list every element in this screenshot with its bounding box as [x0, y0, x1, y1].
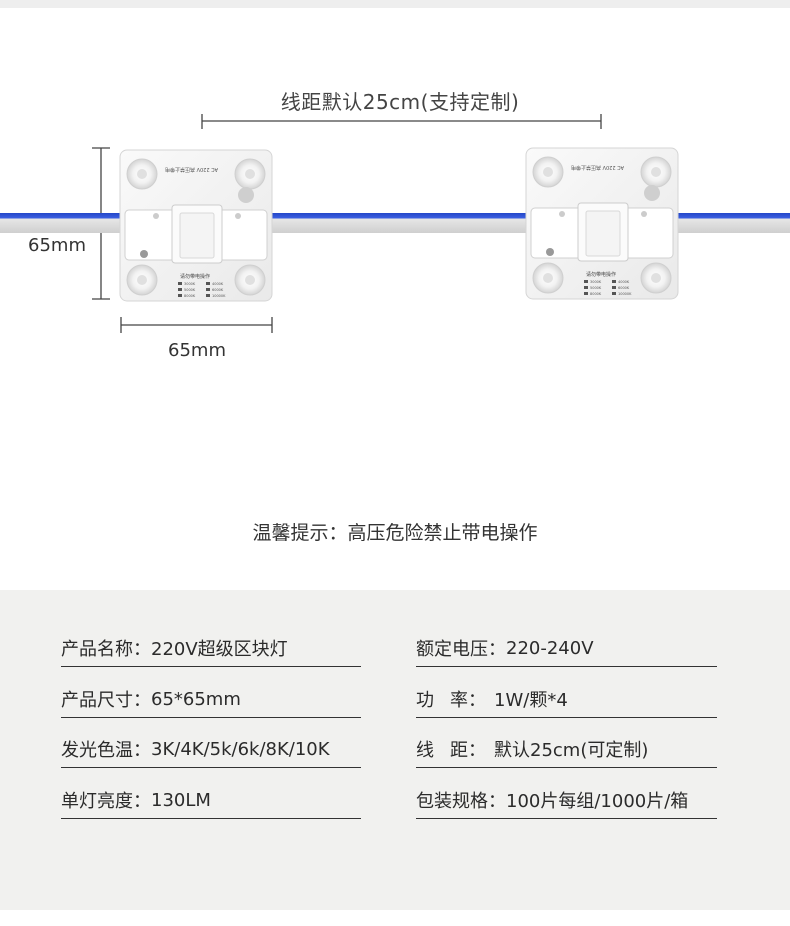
svg-text:3000K: 3000K [590, 280, 602, 284]
svg-text:请勿带电操作: 请勿带电操作 [180, 273, 210, 280]
spec-label: 单灯亮度： [61, 791, 151, 812]
svg-text:AC 220V 高压禁止带电: AC 220V 高压禁止带电 [165, 166, 218, 173]
spec-row-product-name: 产品名称： 220V超级区块灯 [61, 630, 361, 667]
spec-row-rated-voltage: 额定电压： 220-240V [416, 630, 717, 667]
spec-label: 产品尺寸： [61, 690, 151, 711]
spec-label: 功率： [416, 690, 486, 711]
svg-text:8000K: 8000K [590, 292, 602, 296]
top-strip [0, 0, 790, 8]
safety-notice: 温馨提示：高压危险禁止带电操作 [252, 522, 538, 544]
spec-value: 130LM [151, 789, 211, 811]
product-diagram: AC 220V 高压禁止带电 请勿带电操作 3000K 4000K 5000K … [0, 8, 790, 568]
svg-text:6000K: 6000K [618, 286, 630, 290]
spec-panel: 产品名称： 220V超级区块灯 产品尺寸： 65*65mm 发光色温： 3K/4… [0, 590, 790, 910]
spec-label: 发光色温： [61, 740, 151, 761]
spec-row-line-spacing: 线距： 默认25cm(可定制) [416, 731, 717, 768]
spacing-label: 线距默认25cm(支持定制) [280, 90, 520, 114]
svg-text:8000K: 8000K [184, 294, 196, 298]
spec-value: 1W/颗*4 [494, 690, 568, 711]
spec-row-packaging: 包装规格： 100片每组/1000片/箱 [416, 782, 717, 819]
led-module-illustration: AC 220V 高压禁止带电 请勿带电操作 3000K 4000K 5000K … [0, 114, 790, 333]
height-dimension-label: 65mm [28, 235, 86, 256]
svg-text:4000K: 4000K [212, 282, 224, 286]
svg-text:10000K: 10000K [618, 292, 632, 296]
spec-row-power: 功率： 1W/颗*4 [416, 681, 717, 718]
spec-value: 220-240V [506, 637, 594, 659]
led-module-1: AC 220V 高压禁止带电 请勿带电操作 3000K 4000K 5000K … [119, 149, 273, 302]
spec-value: 默认25cm(可定制) [494, 740, 649, 761]
svg-text:AC 220V 高压禁止带电: AC 220V 高压禁止带电 [571, 164, 624, 171]
spec-value: 100片每组/1000片/箱 [506, 791, 689, 812]
spec-value: 220V超级区块灯 [151, 639, 288, 660]
spec-value: 65*65mm [151, 688, 241, 710]
svg-text:4000K: 4000K [618, 280, 630, 284]
spec-label: 产品名称： [61, 639, 151, 660]
spec-row-color-temp: 发光色温： 3K/4K/5k/6k/8K/10K [61, 731, 361, 768]
led-module-2: AC 220V 高压禁止带电 请勿带电操作 3000K 4000K 5000K … [525, 147, 679, 300]
svg-text:请勿带电操作: 请勿带电操作 [586, 271, 616, 278]
spec-row-brightness: 单灯亮度： 130LM [61, 782, 361, 819]
spec-label: 包装规格： [416, 791, 506, 812]
spec-label: 额定电压： [416, 639, 506, 660]
svg-text:5000K: 5000K [184, 288, 196, 292]
width-dimension-label: 65mm [168, 340, 226, 361]
svg-text:3000K: 3000K [184, 282, 196, 286]
svg-text:10000K: 10000K [212, 294, 226, 298]
spec-label: 线距： [416, 740, 486, 761]
svg-text:5000K: 5000K [590, 286, 602, 290]
svg-text:6000K: 6000K [212, 288, 224, 292]
spec-row-product-size: 产品尺寸： 65*65mm [61, 681, 361, 718]
spec-value: 3K/4K/5k/6k/8K/10K [151, 738, 330, 760]
